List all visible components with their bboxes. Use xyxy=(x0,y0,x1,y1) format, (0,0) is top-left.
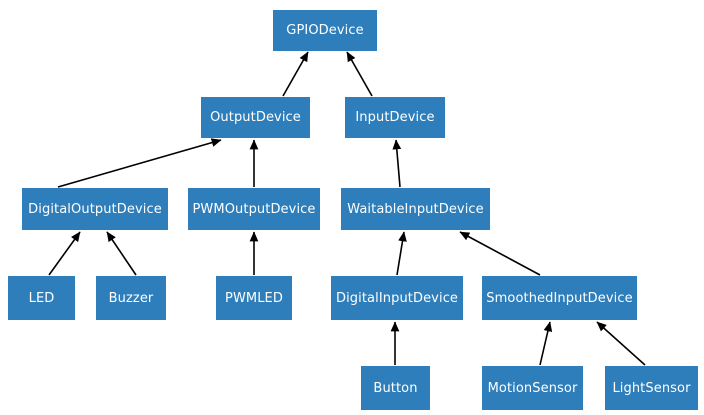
class-node-label: WaitableInputDevice xyxy=(347,201,484,217)
class-node-motionsensor[interactable]: MotionSensor xyxy=(482,366,583,410)
class-node-label: SmoothedInputDevice xyxy=(486,290,633,306)
class-node-label: PWMOutputDevice xyxy=(192,201,316,217)
class-node-label: GPIODevice xyxy=(286,23,364,38)
class-node-label: Buzzer xyxy=(108,290,154,306)
class-node-digitalinputdevice[interactable]: DigitalInputDevice xyxy=(331,276,463,320)
inheritance-arrow-outputdevice-to-gpiodevice xyxy=(282,51,309,97)
inheritance-arrow-smoothedinputdevice-to-waitableinputdevice xyxy=(459,231,541,276)
class-node-label: DigitalInputDevice xyxy=(335,290,459,306)
class-node-buzzer[interactable]: Buzzer xyxy=(96,276,166,320)
inheritance-arrow-digitalinputdevice-to-waitableinputdevice xyxy=(396,231,407,276)
class-node-led[interactable]: LED xyxy=(8,276,75,320)
class-node-label: PWMLED xyxy=(225,290,283,306)
inheritance-arrow-waitableinputdevice-to-inputdevice xyxy=(392,139,402,188)
inheritance-arrow-buzzer-to-digitaloutputdevice xyxy=(106,231,137,276)
inheritance-arrow-lightsensor-to-smoothedinputdevice xyxy=(596,321,646,366)
class-node-digitaloutputdevice[interactable]: DigitalOutputDevice xyxy=(22,188,168,230)
inheritance-arrow-inputdevice-to-gpiodevice xyxy=(346,51,373,97)
class-node-inputdevice[interactable]: InputDevice xyxy=(345,97,445,138)
class-node-label: DigitalOutputDevice xyxy=(28,201,162,217)
class-node-pwmoutputdevice[interactable]: PWMOutputDevice xyxy=(188,188,320,230)
class-node-label: OutputDevice xyxy=(210,110,301,125)
inheritance-arrow-motionsensor-to-smoothedinputdevice xyxy=(539,321,553,366)
class-node-button[interactable]: Button xyxy=(361,366,430,410)
class-node-label: MotionSensor xyxy=(487,380,578,396)
inheritance-arrow-led-to-digitaloutputdevice xyxy=(48,231,81,276)
class-node-pwmled[interactable]: PWMLED xyxy=(216,276,292,320)
class-node-label: LED xyxy=(28,290,55,306)
class-node-outputdevice[interactable]: OutputDevice xyxy=(201,97,310,138)
class-node-label: InputDevice xyxy=(355,110,435,125)
class-node-label: LightSensor xyxy=(612,380,691,396)
class-node-waitableinputdevice[interactable]: WaitableInputDevice xyxy=(341,188,490,230)
inheritance-arrow-digitaloutputdevice-to-outputdevice xyxy=(57,138,222,188)
class-node-gpiodevice[interactable]: GPIODevice xyxy=(273,10,377,51)
class-node-label: Button xyxy=(373,380,418,396)
class-node-smoothedinputdevice[interactable]: SmoothedInputDevice xyxy=(482,276,637,320)
class-node-lightsensor[interactable]: LightSensor xyxy=(605,366,698,410)
